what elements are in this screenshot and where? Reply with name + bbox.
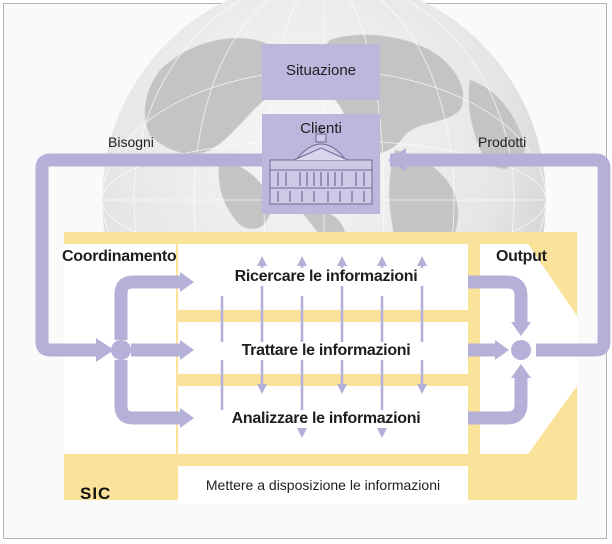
products-label: Prodotti xyxy=(478,134,527,150)
output-label: Output xyxy=(496,248,547,265)
coordination-label: Coordinamento xyxy=(62,248,177,265)
distribution-node xyxy=(111,340,131,360)
dissemination-box xyxy=(178,466,468,504)
situation-label: Situazione xyxy=(285,62,357,79)
dissemination-label: Mettere a disposizione le informazioni xyxy=(205,477,441,493)
parliament-building-icon xyxy=(269,126,373,205)
feedback-loop xyxy=(35,153,611,357)
situation-box xyxy=(262,44,380,100)
collection-node xyxy=(511,340,531,360)
loop-arrow-in xyxy=(96,338,114,362)
process-analyze-label: Analizzare le informazioni xyxy=(196,410,456,428)
loop-arrow-out xyxy=(388,148,406,172)
needs-label: Bisogni xyxy=(108,134,154,150)
process-search-label: Ricercare le informazioni xyxy=(196,268,456,286)
sic-label: SIC xyxy=(80,484,112,503)
clients-label: Clienti xyxy=(300,120,342,137)
process-process-label: Trattare le informazioni xyxy=(196,342,456,360)
